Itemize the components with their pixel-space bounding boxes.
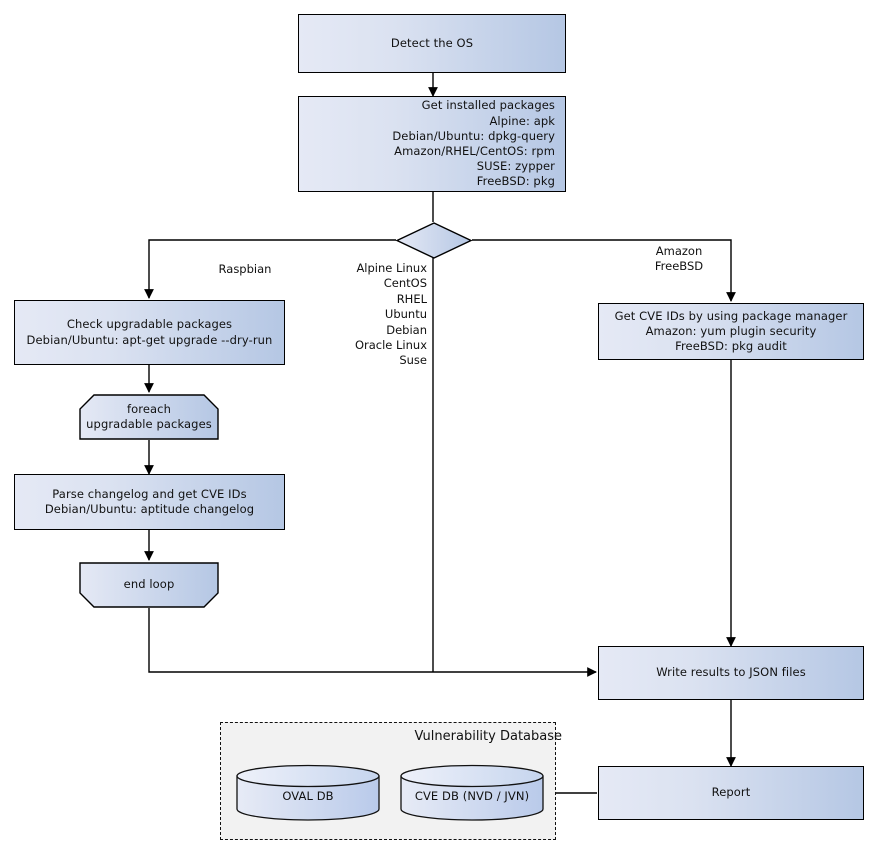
node-oval-db-label: OVAL DB bbox=[282, 788, 334, 803]
node-oval-db[interactable]: OVAL DB bbox=[236, 764, 380, 821]
node-get-cve-ids[interactable]: Get CVE IDs by using package manager Ama… bbox=[598, 303, 864, 360]
node-get-installed-packages[interactable]: Get installed packages Alpine: apk Debia… bbox=[298, 96, 566, 192]
group-vulnerability-database-title: Vulnerability Database bbox=[414, 729, 562, 744]
node-get-installed-packages-label: Get installed packages Alpine: apk Debia… bbox=[392, 98, 555, 189]
node-detect-the-os-label: Detect the OS bbox=[390, 35, 474, 50]
edge-label-middle-distros: Alpine Linux CentOS RHEL Ubuntu Debian O… bbox=[354, 261, 427, 368]
node-end-loop-label: end loop bbox=[123, 577, 175, 592]
node-report-label: Report bbox=[711, 785, 751, 800]
node-parse-changelog[interactable]: Parse changelog and get CVE IDs Debian/U… bbox=[14, 474, 285, 530]
node-os-decision[interactable] bbox=[395, 222, 473, 259]
node-write-results-json-label: Write results to JSON files bbox=[656, 665, 806, 680]
edge-label-amazon-freebsd: Amazon FreeBSD bbox=[654, 244, 704, 274]
node-cve-db[interactable]: CVE DB (NVD / JVN) bbox=[400, 764, 544, 821]
node-foreach-upgradable-packages-label: foreach upgradable packages bbox=[86, 401, 212, 431]
node-cve-db-label: CVE DB (NVD / JVN) bbox=[414, 788, 530, 803]
node-detect-the-os[interactable]: Detect the OS bbox=[298, 14, 566, 73]
node-foreach-upgradable-packages[interactable]: foreach upgradable packages bbox=[79, 394, 219, 440]
node-check-upgradable-packages[interactable]: Check upgradable packages Debian/Ubuntu:… bbox=[14, 300, 285, 365]
node-report[interactable]: Report bbox=[598, 766, 864, 820]
node-check-upgradable-packages-label: Check upgradable packages Debian/Ubuntu:… bbox=[26, 317, 273, 347]
node-parse-changelog-label: Parse changelog and get CVE IDs Debian/U… bbox=[44, 486, 255, 516]
edge-endloop-to-write bbox=[148, 608, 597, 677]
node-end-loop[interactable]: end loop bbox=[79, 562, 219, 608]
edge-label-raspbian: Raspbian bbox=[218, 262, 272, 276]
node-get-cve-ids-label: Get CVE IDs by using package manager Ama… bbox=[614, 308, 848, 354]
node-write-results-json[interactable]: Write results to JSON files bbox=[598, 646, 864, 700]
